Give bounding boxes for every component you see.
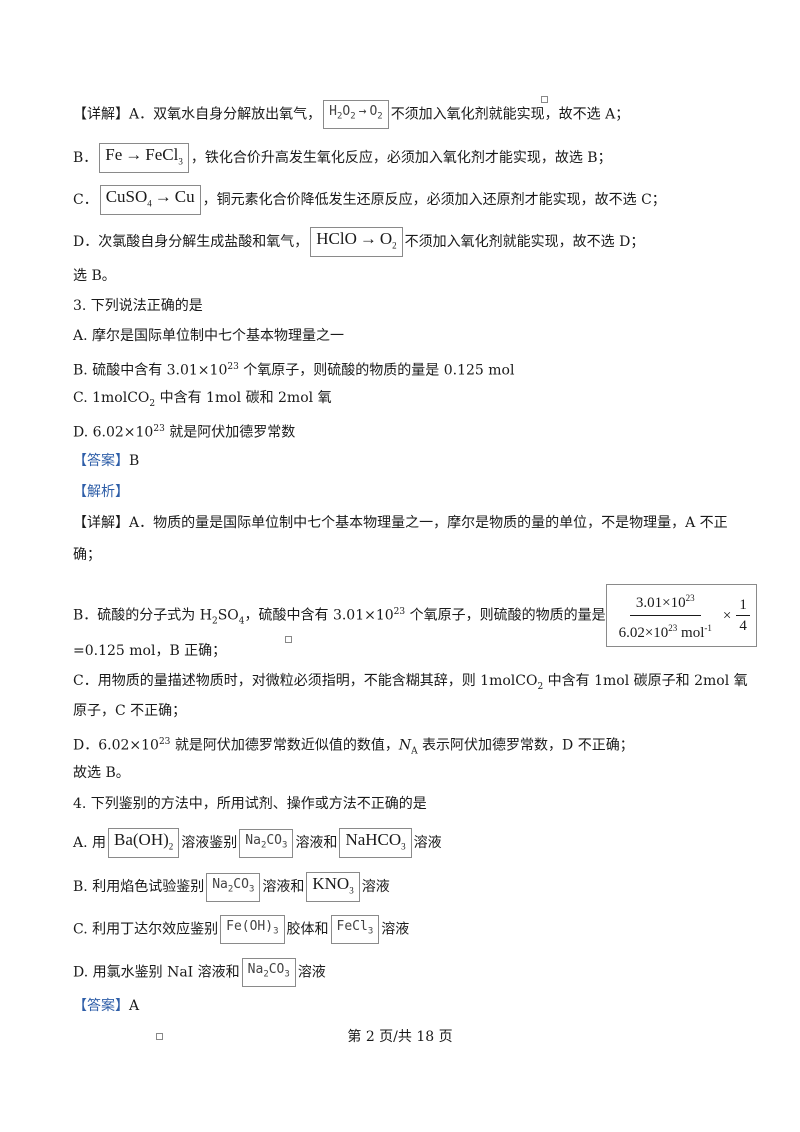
formula-cuso4-to-cu: CuSO4→Cu xyxy=(99,185,201,216)
formula-kno3: KNO3 xyxy=(306,872,360,903)
question-3-option-b: B. 硫酸中含有 3.01×1023 个氧原子，则硫酸的物质的量是 0.125 … xyxy=(73,362,515,379)
anchor-mark xyxy=(156,1033,163,1040)
text-segment: 不须加入氧化剂就能实现，故不选 A； xyxy=(390,106,630,123)
formula-hclo-to-o2: HClO→O2 xyxy=(310,227,403,258)
answer-value: B xyxy=(129,453,140,469)
formula-baoh2: Ba(OH)2 xyxy=(108,828,180,859)
answer-label: 【答案】 xyxy=(73,998,129,1014)
answer-value: A xyxy=(129,998,140,1014)
detail-3-a: 【详解】A．物质的量是国际单位制中七个基本物理量之一，摩尔是物质的量的单位，不是… xyxy=(73,515,728,531)
formula-na2co3: Na2CO3 xyxy=(206,872,261,902)
detail-3-a-cont: 确； xyxy=(73,547,101,563)
analysis-label: 【解析】 xyxy=(73,484,129,500)
question-4: 4. 下列鉴别的方法中，所用试剂、操作或方法不正确的是 xyxy=(73,796,427,812)
question-3: 3. 下列说法正确的是 xyxy=(73,298,203,314)
question-3-option-d: D. 6.02×1023 就是阿伏加德罗常数 xyxy=(73,424,296,441)
answer-4: 【答案】A xyxy=(73,996,139,1016)
formula-fe-to-fecl3: Fe→FeCl3 xyxy=(99,143,189,174)
formula-na2co3: Na2CO3 xyxy=(239,828,294,858)
question-3-option-a: A. 摩尔是国际单位制中七个基本物理量之一 xyxy=(73,328,345,344)
detail-3-c-cont: 原子，C 不正确； xyxy=(73,703,187,719)
page-footer: 第 2 页/共 18 页 xyxy=(347,1029,453,1045)
anchor-mark xyxy=(541,96,548,103)
formula-fecl3: FeCl3 xyxy=(330,915,380,944)
detail-3-conclusion: 故选 B。 xyxy=(73,765,130,781)
formula-nahco3: NaHCO3 xyxy=(339,828,412,859)
detail-3-d: D．6.02×1023 就是阿伏加德罗常数近似值的数值，NA 表示阿伏加德罗常数… xyxy=(73,737,634,757)
answer-label: 【答案】 xyxy=(73,453,129,469)
formula-na2co3: Na2CO3 xyxy=(241,958,296,987)
question-3-option-c: C. 1molCO2 中含有 1mol 碳和 2mol 氧 xyxy=(73,390,332,409)
answer-3: 【答案】B xyxy=(73,451,139,471)
formula-h2o2-to-o2: H2O2→O2 xyxy=(323,100,389,129)
anchor-mark xyxy=(285,636,292,643)
detail-3-b: B．硫酸的分子式为 H2SO4，硫酸中含有 3.01×1023 个氧原子，则硫酸… xyxy=(73,584,757,647)
formula-fraction: 3.01×1023 6.02×1023 mol-1 × 1 4 xyxy=(605,584,757,647)
formula-feoh3: Fe(OH)3 xyxy=(220,915,285,944)
detail-3-b-result: =0.125 mol，B 正确； xyxy=(73,643,227,659)
text-segment: 【详解】A．双氧水自身分解放出氧气， xyxy=(73,106,322,123)
explain-conclusion: 选 B。 xyxy=(73,268,116,284)
explain-line-3: C．CuSO4→Cu，铜元素化合价降低发生还原反应，必须加入还原剂才能实现，故不… xyxy=(73,185,666,216)
explain-line-2: B．Fe→FeCl3，铁化合价升高发生氧化反应，必须加入氧化剂才能实现，故选 B… xyxy=(73,143,612,174)
detail-3-c: C．用物质的量描述物质时，对微粒必须指明，不能含糊其辞，则 1molCO2 中含… xyxy=(73,673,748,692)
